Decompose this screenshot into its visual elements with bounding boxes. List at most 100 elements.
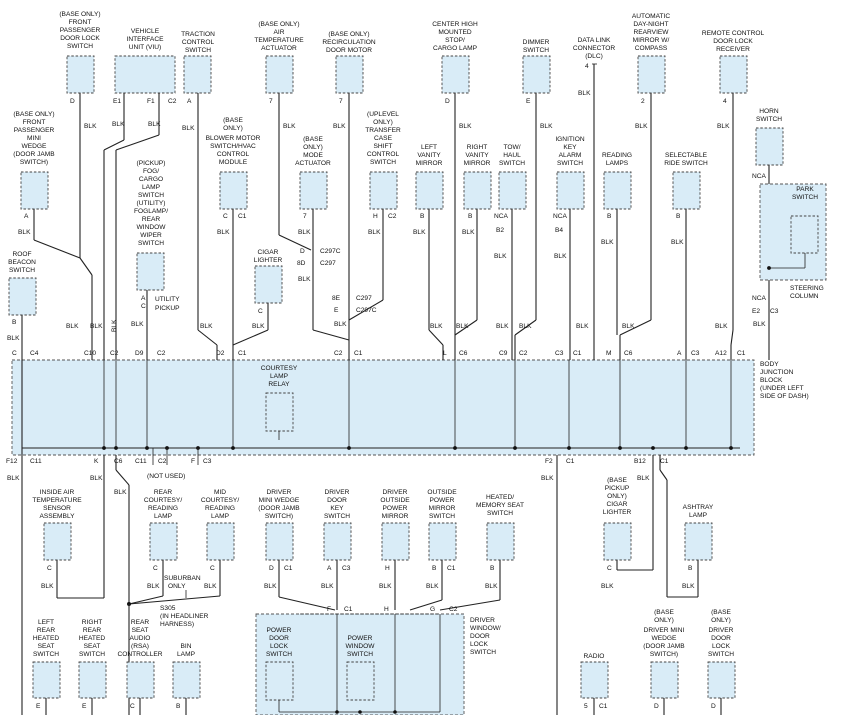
svg-text:BLK: BLK <box>90 323 103 330</box>
svg-text:BLK: BLK <box>715 323 728 330</box>
svg-text:BLK: BLK <box>264 583 277 590</box>
svg-text:C11: C11 <box>135 458 147 465</box>
svg-text:C1: C1 <box>660 458 669 465</box>
svg-text:NCA: NCA <box>752 173 767 180</box>
svg-text:4: 4 <box>585 63 589 70</box>
svg-text:CENTER HIGH: CENTER HIGH <box>432 21 478 28</box>
svg-text:LEFT: LEFT <box>421 144 437 151</box>
svg-text:B: B <box>490 565 495 572</box>
svg-text:ONLY: ONLY <box>168 583 186 590</box>
svg-text:HAUL: HAUL <box>503 152 521 159</box>
svg-text:INTERFACE: INTERFACE <box>126 36 164 43</box>
svg-text:MOUNTED: MOUNTED <box>438 29 472 36</box>
svg-text:READING: READING <box>148 505 178 512</box>
svg-text:WIPER: WIPER <box>140 232 162 239</box>
svg-text:CONTROL: CONTROL <box>217 151 250 158</box>
svg-text:BLK: BLK <box>217 229 230 236</box>
svg-text:SWITCH: SWITCH <box>557 160 583 167</box>
svg-text:C1: C1 <box>238 213 247 220</box>
svg-text:(RSA): (RSA) <box>131 643 149 650</box>
svg-text:F12: F12 <box>6 458 18 465</box>
svg-text:B: B <box>176 703 181 710</box>
svg-text:E: E <box>334 307 339 314</box>
svg-text:SEAT: SEAT <box>38 643 55 650</box>
svg-text:LAMP: LAMP <box>689 512 708 519</box>
svg-text:C: C <box>223 213 228 220</box>
svg-text:BLK: BLK <box>18 229 31 236</box>
svg-text:H: H <box>373 213 378 220</box>
svg-text:CARGO LAMP: CARGO LAMP <box>433 45 478 52</box>
junction-label-line: JUNCTION <box>760 369 794 376</box>
svg-text:SWITCH: SWITCH <box>138 192 164 199</box>
svg-text:C1: C1 <box>573 350 582 357</box>
svg-text:(BASE ONLY): (BASE ONLY) <box>13 111 54 118</box>
svg-text:COLUMN: COLUMN <box>790 293 819 300</box>
svg-text:SWITCH): SWITCH) <box>265 513 293 520</box>
svg-text:BEACON: BEACON <box>8 259 36 266</box>
svg-text:B: B <box>12 319 17 326</box>
svg-text:C2: C2 <box>110 350 119 357</box>
svg-text:CONTROL: CONTROL <box>182 39 215 46</box>
junction-label-line: BLOCK <box>760 377 783 384</box>
svg-text:(UPLEVEL: (UPLEVEL <box>367 111 399 118</box>
svg-text:PICKUP: PICKUP <box>155 305 180 312</box>
svg-text:LOCK: LOCK <box>270 643 289 650</box>
svg-text:DRIVER: DRIVER <box>383 489 408 496</box>
svg-text:POWER: POWER <box>383 505 408 512</box>
svg-text:NCA: NCA <box>494 213 509 220</box>
svg-text:SWITCH: SWITCH <box>33 651 59 658</box>
svg-text:SWITCH: SWITCH <box>347 651 373 658</box>
svg-text:SWITCH: SWITCH <box>79 651 105 658</box>
svg-text:E: E <box>82 703 87 710</box>
svg-text:REAR: REAR <box>142 216 161 223</box>
svg-text:SWITCH: SWITCH <box>266 651 292 658</box>
svg-text:B: B <box>676 213 681 220</box>
svg-text:BLK: BLK <box>368 229 381 236</box>
svg-text:SEAT: SEAT <box>84 643 101 650</box>
svg-text:REAR: REAR <box>154 489 173 496</box>
svg-text:C3: C3 <box>555 350 564 357</box>
svg-text:C2: C2 <box>168 98 177 105</box>
svg-text:COURTESY/: COURTESY/ <box>144 497 183 504</box>
svg-text:A12: A12 <box>715 350 727 357</box>
svg-text:RECIRCULATION: RECIRCULATION <box>322 39 376 46</box>
svg-text:ALARM: ALARM <box>559 152 582 159</box>
svg-text:CASE: CASE <box>374 135 393 142</box>
svg-text:FOG/: FOG/ <box>143 168 159 175</box>
svg-text:B12: B12 <box>634 458 646 465</box>
svg-text:DOOR LOCK: DOOR LOCK <box>60 35 100 42</box>
svg-text:(DOOR JAMB: (DOOR JAMB <box>643 643 685 650</box>
svg-text:MIRROR: MIRROR <box>416 160 443 167</box>
svg-text:BLK: BLK <box>601 239 614 246</box>
svg-text:RIDE SWITCH: RIDE SWITCH <box>664 160 708 167</box>
svg-text:C3: C3 <box>203 458 212 465</box>
svg-text:B: B <box>607 213 612 220</box>
svg-text:INSIDE AIR: INSIDE AIR <box>40 489 75 496</box>
svg-text:BLK: BLK <box>637 475 650 482</box>
svg-text:BLK: BLK <box>578 90 591 97</box>
svg-text:BIN: BIN <box>181 643 192 650</box>
svg-text:BLK: BLK <box>298 276 311 283</box>
svg-text:LIGHTER: LIGHTER <box>254 257 283 264</box>
svg-text:C297: C297 <box>356 295 372 302</box>
svg-text:E: E <box>526 98 531 105</box>
svg-text:G: G <box>430 606 435 613</box>
svg-text:SWITCH: SWITCH <box>67 43 93 50</box>
svg-text:MODE: MODE <box>303 152 323 159</box>
svg-text:MIRROR: MIRROR <box>464 160 491 167</box>
svg-text:(DLC): (DLC) <box>585 53 603 60</box>
svg-text:SWITCH: SWITCH <box>9 267 35 274</box>
svg-text:C11: C11 <box>30 458 42 465</box>
body-junction-label: BODY JUNCTION BLOCK (UNDER LEFT SIDE OF … <box>760 361 809 400</box>
svg-text:B: B <box>432 565 437 572</box>
